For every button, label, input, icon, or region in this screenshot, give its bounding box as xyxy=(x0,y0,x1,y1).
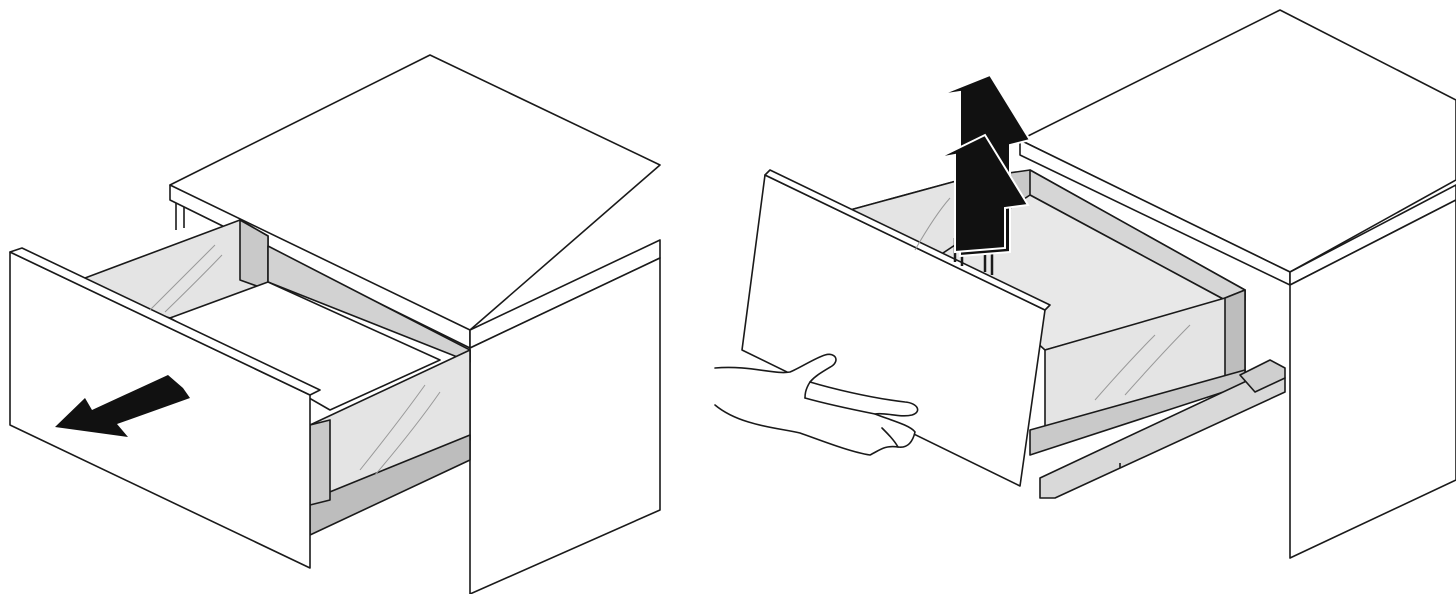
step-1-illustration xyxy=(0,0,680,594)
drawer-open-diagram xyxy=(0,0,680,594)
cabinet-side-panel xyxy=(470,258,660,594)
drawer-lift-diagram xyxy=(700,0,1456,594)
step-2-illustration xyxy=(700,0,1456,594)
